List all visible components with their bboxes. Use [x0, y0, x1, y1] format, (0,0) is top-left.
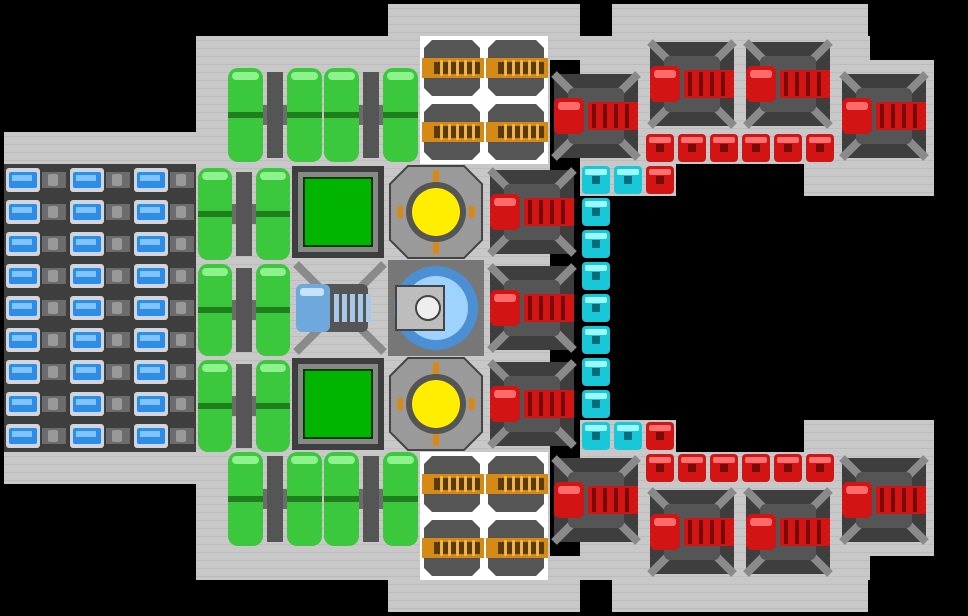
red-turret-icon[interactable]	[487, 359, 577, 449]
battery-icon[interactable]	[132, 260, 196, 292]
cyan-conduit-icon[interactable]	[582, 166, 610, 194]
red-block-icon[interactable]	[806, 454, 834, 482]
gatling-gun-icon[interactable]	[422, 104, 484, 160]
battery-icon[interactable]	[132, 292, 196, 324]
red-turret-icon[interactable]	[839, 455, 929, 545]
battery-icon[interactable]	[4, 388, 68, 420]
armor-plate-icon[interactable]	[198, 168, 290, 260]
armor-plate-icon[interactable]	[198, 264, 290, 356]
red-block-icon[interactable]	[646, 134, 674, 162]
gatling-gun-icon[interactable]	[422, 520, 484, 576]
battery-icon[interactable]	[132, 164, 196, 196]
battery-icon[interactable]	[132, 356, 196, 388]
red-turret-icon[interactable]	[487, 263, 577, 353]
battery-icon[interactable]	[132, 388, 196, 420]
battery-icon[interactable]	[4, 228, 68, 260]
battery-icon[interactable]	[68, 164, 132, 196]
battery-icon[interactable]	[132, 228, 196, 260]
battery-icon[interactable]	[4, 260, 68, 292]
gatling-gun-icon[interactable]	[486, 104, 548, 160]
red-block-icon[interactable]	[646, 166, 674, 194]
battery-icon[interactable]	[68, 356, 132, 388]
battery-icon[interactable]	[4, 292, 68, 324]
battery-icon[interactable]	[68, 388, 132, 420]
battery-icon[interactable]	[4, 196, 68, 228]
red-block-icon[interactable]	[646, 422, 674, 450]
cyan-conduit-icon[interactable]	[582, 326, 610, 354]
armor-plate-icon[interactable]	[228, 68, 322, 162]
red-block-icon[interactable]	[646, 454, 674, 482]
battery-icon[interactable]	[68, 260, 132, 292]
red-turret-icon[interactable]	[647, 487, 737, 577]
cyan-conduit-icon[interactable]	[614, 166, 642, 194]
yellow-reactor-icon[interactable]	[389, 165, 483, 259]
red-block-icon[interactable]	[678, 454, 706, 482]
gatling-gun-icon[interactable]	[486, 40, 548, 96]
battery-icon[interactable]	[68, 292, 132, 324]
red-turret-icon[interactable]	[551, 455, 641, 545]
battery-icon[interactable]	[68, 420, 132, 452]
gatling-gun-icon[interactable]	[486, 456, 548, 512]
battery-icon[interactable]	[68, 196, 132, 228]
red-block-icon[interactable]	[774, 454, 802, 482]
cyan-conduit-icon[interactable]	[582, 198, 610, 226]
cyan-conduit-icon[interactable]	[582, 422, 610, 450]
red-turret-icon[interactable]	[839, 71, 929, 161]
cyan-conduit-icon[interactable]	[582, 294, 610, 322]
battery-icon[interactable]	[4, 420, 68, 452]
blue-thruster-icon[interactable]	[293, 261, 387, 355]
yellow-reactor-icon[interactable]	[389, 357, 483, 451]
red-block-icon[interactable]	[710, 454, 738, 482]
green-screen-icon[interactable]	[292, 166, 384, 258]
cyan-conduit-icon[interactable]	[614, 422, 642, 450]
battery-icon[interactable]	[132, 420, 196, 452]
shield-dome-icon[interactable]	[388, 260, 484, 356]
cyan-conduit-icon[interactable]	[582, 390, 610, 418]
gatling-gun-icon[interactable]	[422, 456, 484, 512]
red-turret-icon[interactable]	[743, 487, 833, 577]
cyan-conduit-icon[interactable]	[582, 358, 610, 386]
red-turret-icon[interactable]	[551, 71, 641, 161]
battery-icon[interactable]	[68, 324, 132, 356]
red-block-icon[interactable]	[806, 134, 834, 162]
armor-plate-icon[interactable]	[324, 68, 418, 162]
red-turret-icon[interactable]	[743, 39, 833, 129]
cyan-conduit-icon[interactable]	[582, 262, 610, 290]
battery-icon[interactable]	[4, 356, 68, 388]
armor-plate-icon[interactable]	[228, 452, 322, 546]
battery-icon[interactable]	[132, 324, 196, 356]
battery-icon[interactable]	[4, 324, 68, 356]
red-turret-icon[interactable]	[487, 167, 577, 257]
red-turret-icon[interactable]	[647, 39, 737, 129]
armor-plate-icon[interactable]	[198, 360, 290, 452]
cyan-conduit-icon[interactable]	[582, 230, 610, 258]
gatling-gun-icon[interactable]	[422, 40, 484, 96]
red-block-icon[interactable]	[678, 134, 706, 162]
red-block-icon[interactable]	[774, 134, 802, 162]
red-block-icon[interactable]	[742, 134, 770, 162]
component-layer	[4, 39, 929, 577]
battery-icon[interactable]	[4, 164, 68, 196]
battery-icon[interactable]	[68, 228, 132, 260]
battery-icon[interactable]	[132, 196, 196, 228]
red-block-icon[interactable]	[710, 134, 738, 162]
green-screen-icon[interactable]	[292, 358, 384, 450]
gatling-gun-icon[interactable]	[486, 520, 548, 576]
armor-plate-icon[interactable]	[324, 452, 418, 546]
red-block-icon[interactable]	[742, 454, 770, 482]
